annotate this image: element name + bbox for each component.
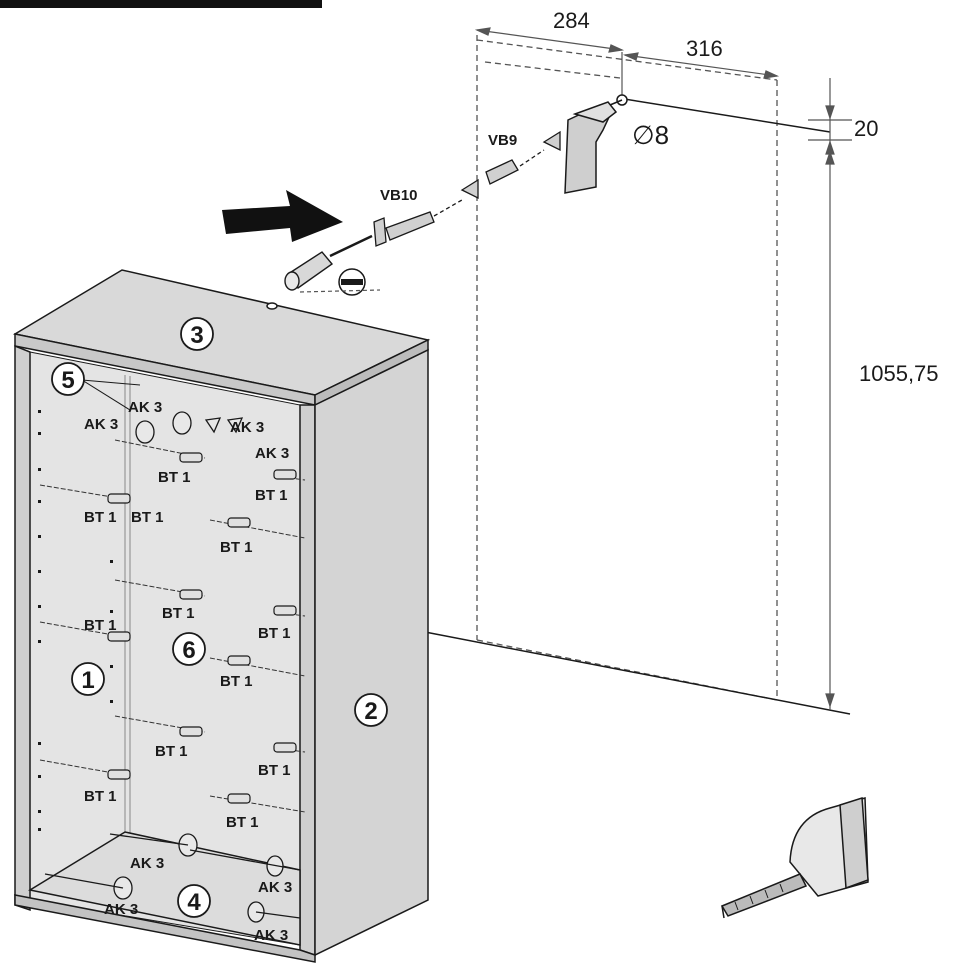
dim-284: 284: [553, 8, 590, 33]
bottom-panel: [14, 831, 316, 963]
vb9-dowel-icon: [485, 130, 561, 185]
part-marker-5: [51, 362, 85, 396]
part-number-4: 4: [187, 889, 201, 916]
part-number-2: 2: [364, 698, 377, 725]
label-bt1-6: BT 1: [162, 605, 195, 622]
shelf-pin-holes: [38, 410, 113, 831]
label-ak3-6: AK 3: [258, 879, 292, 896]
vb10-dowel-icon: [373, 178, 479, 247]
label-ak3-5: AK 3: [130, 855, 164, 872]
direction-arrow-icon: [222, 190, 343, 242]
label-bt1-11: BT 1: [258, 762, 291, 779]
label-bt1-12: BT 1: [84, 788, 117, 805]
part-marker-1: [71, 662, 105, 696]
part-marker-6: [172, 632, 206, 666]
label-ak3-7: AK 3: [104, 901, 138, 918]
bt1-dowel-icons: [107, 452, 297, 804]
bt1-labels: BT 1 BT 1 BT 1 BT 1 BT 1 BT 1 BT 1 BT 1 …: [84, 469, 291, 831]
part-number-markers: 3 5 6 1 2 4: [51, 317, 388, 918]
left-side-panel: [14, 344, 31, 912]
dim-diameter: ∅8: [632, 120, 669, 150]
label-bt1-13: BT 1: [226, 814, 259, 831]
part-number-3: 3: [190, 322, 203, 349]
part-number-5: 5: [61, 367, 74, 394]
part-number-6: 6: [182, 637, 195, 664]
wall-floor-line: [424, 97, 851, 715]
ak3-fittings: [44, 411, 301, 923]
label-ak3-4: AK 3: [255, 445, 289, 462]
label-ak3-2: AK 3: [84, 416, 118, 433]
drill-icon: [564, 94, 628, 194]
part-number-1: 1: [81, 667, 94, 694]
label-ak3-1: AK 3: [128, 399, 162, 416]
part-marker-2: [354, 693, 388, 727]
ak3-labels: AK 3 AK 3 AK 3 AK 3 AK 3 AK 3 AK 3 AK 3: [84, 399, 292, 944]
dimension-lines: [474, 27, 852, 710]
label-bt1-2: BT 1: [255, 487, 288, 504]
dim-20: 20: [854, 116, 878, 141]
label-bt1-4: BT 1: [131, 509, 164, 526]
label-bt1-10: BT 1: [155, 743, 188, 760]
label-bt1-7: BT 1: [84, 617, 117, 634]
label-bt1-5: BT 1: [220, 539, 253, 556]
label-bt1-3: BT 1: [84, 509, 117, 526]
label-bt1-9: BT 1: [220, 673, 253, 690]
top-panel: [12, 269, 431, 407]
label-bt1-1: BT 1: [158, 469, 191, 486]
wall-guide: [476, 35, 778, 701]
right-side-panel: [299, 348, 429, 957]
dim-316: 316: [686, 36, 723, 61]
screwdriver-icon: [284, 234, 373, 291]
part-marker-3: [180, 317, 214, 351]
label-ak3-3: AK 3: [230, 419, 264, 436]
label-vb9: VB9: [488, 132, 517, 149]
label-vb10: VB10: [380, 187, 418, 204]
part-marker-4: [177, 884, 211, 918]
tape-measure-icon: [720, 796, 869, 919]
dowel-lines: [39, 439, 306, 813]
label-ak3-8: AK 3: [254, 927, 288, 944]
header-bar: [0, 0, 322, 8]
dim-1055: 1055,75: [859, 361, 939, 386]
label-bt1-8: BT 1: [258, 625, 291, 642]
